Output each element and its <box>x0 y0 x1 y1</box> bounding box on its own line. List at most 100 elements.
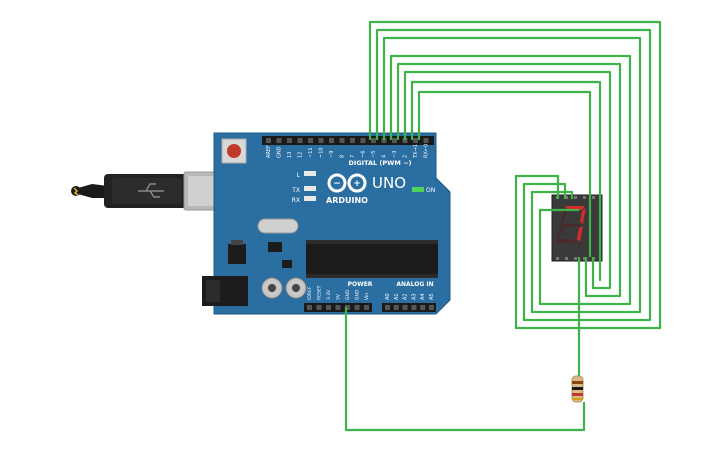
power-pin-hole[interactable] <box>326 305 331 310</box>
digital-pin-hole[interactable] <box>297 138 303 143</box>
wire-pin3 <box>396 62 622 298</box>
segment-dp <box>578 242 582 246</box>
digital-pin-hole[interactable] <box>308 138 313 143</box>
digital-pin-label: ~11 <box>308 147 314 158</box>
segment-d <box>556 239 576 243</box>
digital-label: DIGITAL (PWM ~) <box>349 159 412 167</box>
display-pin[interactable] <box>556 257 559 260</box>
wires <box>344 20 662 432</box>
power-pin-label: 3.3V <box>326 289 332 300</box>
led-rx-label: RX <box>292 197 300 204</box>
analog-label: ANALOG IN <box>396 281 433 288</box>
digital-header <box>262 136 434 145</box>
analog-pin-hole[interactable] <box>402 305 408 310</box>
segment-c <box>577 226 583 242</box>
analog-pin-hole[interactable] <box>385 305 390 310</box>
display-pin[interactable] <box>592 196 595 199</box>
wire-pin4 <box>389 54 632 306</box>
digital-pin-hole[interactable] <box>276 138 282 143</box>
power-pin-hole[interactable] <box>316 305 322 310</box>
digital-pin-label: ~6 <box>361 151 367 158</box>
power-pin-hole[interactable] <box>307 305 312 310</box>
display-pin[interactable] <box>583 257 586 260</box>
svg-text:+: + <box>353 179 361 189</box>
display-pin[interactable] <box>565 196 568 199</box>
digital-pin-hole[interactable] <box>371 138 376 143</box>
digital-pin-label: 4 <box>382 155 388 158</box>
display-pin[interactable] <box>583 196 586 199</box>
digital-pin-hole[interactable] <box>329 138 334 143</box>
wire-pin6 <box>375 28 652 322</box>
analog-pin-label: A5 <box>429 293 435 300</box>
arduino-logo-icon <box>327 173 367 193</box>
digital-pin-hole[interactable] <box>287 138 292 143</box>
analog-pin-hole[interactable] <box>429 305 434 310</box>
digital-pin-hole[interactable] <box>339 138 345 143</box>
display-pin[interactable] <box>574 257 577 260</box>
on-label: ON <box>426 187 435 194</box>
power-pin-hole[interactable] <box>364 305 369 310</box>
digital-pin-label: AREF <box>266 145 272 158</box>
segment-f <box>561 208 567 224</box>
wire-pin5 <box>382 36 642 314</box>
digital-pin-hole[interactable] <box>423 138 429 143</box>
usb-cable <box>71 171 237 211</box>
model-label: UNO <box>372 174 406 192</box>
digital-pin-hole[interactable] <box>392 138 397 143</box>
analog-pin-label: A4 <box>420 293 426 300</box>
led-tx-label: TX <box>291 187 300 194</box>
power-pin-hole[interactable] <box>345 305 350 310</box>
analog-pin-label: A1 <box>394 293 400 300</box>
resistor[interactable] <box>571 375 584 403</box>
led-l-label: L <box>297 172 301 179</box>
brand-label: ARDUINO <box>326 196 368 205</box>
power-pin-label: RESET <box>317 285 323 300</box>
analog-pin-label: A0 <box>385 293 391 300</box>
arduino-uno-board[interactable]: L TX RX ON − + ARDUINO UNO DIGITAL (PWM … <box>202 132 451 315</box>
digital-pin-hole[interactable] <box>318 138 324 143</box>
analog-pin-label: A3 <box>411 293 417 300</box>
segment-e <box>556 226 563 242</box>
power-pin-hole[interactable] <box>335 305 341 310</box>
digital-pin-hole[interactable] <box>360 138 366 143</box>
digital-pin-label: ~5 <box>371 151 377 158</box>
power-pin-label: 5V <box>336 293 342 300</box>
wire-pin1 <box>410 80 602 282</box>
reset-button-cap[interactable] <box>227 144 241 158</box>
digital-pin-label: 12 <box>298 152 304 158</box>
analog-pin-hole[interactable] <box>411 305 417 310</box>
svg-text:−: − <box>333 179 341 189</box>
wire-pin0 <box>417 90 592 257</box>
digital-pin-label: ~9 <box>329 151 335 158</box>
digital-pin-hole[interactable] <box>402 138 408 143</box>
digital-pin-label: GND <box>277 146 283 158</box>
display-pin[interactable] <box>574 196 577 199</box>
digital-pin-hole[interactable] <box>266 138 271 143</box>
digital-pin-hole[interactable] <box>381 138 387 143</box>
power-pin-hole[interactable] <box>354 305 360 310</box>
digital-pin-label: TX→1 <box>413 144 419 159</box>
segment-b <box>580 208 586 224</box>
digital-pin-label: 8 <box>340 155 346 158</box>
digital-pin-hole[interactable] <box>350 138 355 143</box>
wire-pin7 <box>368 20 662 330</box>
digital-pin-label: 2 <box>403 155 409 158</box>
digital-pin-label: ~3 <box>392 151 398 158</box>
analog-pin-hole[interactable] <box>420 305 426 310</box>
seven-segment-display[interactable] <box>551 194 603 262</box>
display-pin[interactable] <box>565 257 568 260</box>
power-pin-label: GND <box>345 289 351 300</box>
analog-pin-label: A2 <box>403 293 409 300</box>
digital-pin-hole[interactable] <box>413 138 418 143</box>
usb-symbol-icon <box>138 183 164 198</box>
segment-g <box>560 224 582 227</box>
analog-pin-hole[interactable] <box>393 305 399 310</box>
wire-pin2 <box>403 70 612 290</box>
power-pin-label: Vin <box>364 293 370 300</box>
power-pin-label: IOREF <box>307 286 313 300</box>
digital-pin-label: 7 <box>350 155 356 158</box>
power-pin-label: GND <box>355 289 361 300</box>
